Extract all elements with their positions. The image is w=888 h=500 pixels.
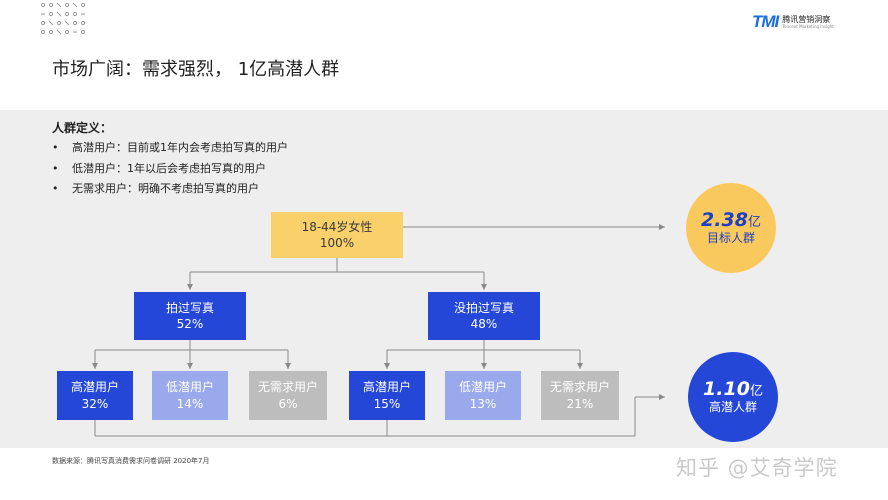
high-potential-label: 高潜人群 [708,399,757,414]
brand-text: 腾讯营销洞察 Tencent Marketing Insight [782,14,834,29]
brand-name-en: Tencent Marketing Insight [782,23,834,29]
branch-node-not-photographed: 没拍过写真 48% [428,292,540,340]
node-value: 52% [176,317,204,331]
high-potential-figure: 1.10亿 [703,377,763,400]
target-population-circle: 2.38亿 目标人群 [686,183,776,273]
definition-item: • 无需求用户：明确不考虑拍写真的用户 [52,180,259,196]
watermark: 知乎 @艾奇学院 [676,456,838,480]
node-value: 32% [81,396,109,411]
node-value: 15% [373,396,401,411]
node-label: 无需求用户 [549,380,610,395]
leaf-node-high-potential: 高潜用户 32% [57,371,133,420]
node-label: 低潜用户 [458,380,507,395]
target-population-figure: 2.38亿 [701,208,761,231]
node-label: 没拍过写真 [453,300,514,315]
brand-logo: TMI 腾讯营销洞察 Tencent Marketing Insight [752,12,834,32]
definition-text: 低潜用户：1年以后会考虑拍写真的用户 [72,162,266,175]
node-label: 高潜用户 [362,380,411,395]
leaf-node-low-potential: 低潜用户 14% [152,371,228,420]
brand-mark: TMI [752,12,779,31]
definition-text: 无需求用户：明确不考虑拍写真的用户 [72,182,259,195]
node-value: 14% [176,396,204,411]
node-value: 48% [470,317,498,331]
source-note: 数据来源：腾讯写真消费需求问卷调研 2020年7月 [52,457,210,465]
node-label: 无需求用户 [257,380,318,395]
high-potential-circle: 1.10亿 高潜人群 [688,352,778,442]
node-label: 低潜用户 [165,380,214,395]
leaf-node-no-demand: 无需求用户 21% [541,371,619,420]
definition-text: 高潜用户：目前或1年内会考虑拍写真的用户 [72,141,288,154]
node-value: 6% [278,396,298,411]
leaf-node-no-demand: 无需求用户 6% [249,371,327,420]
brand-name-cn: 腾讯营销洞察 [782,14,831,24]
bullet: • [52,141,59,154]
node-label: 18-44岁女性 [301,219,373,234]
node-label: 高潜用户 [70,380,119,395]
node-value: 100% [319,236,355,250]
node-label: 拍过写真 [165,300,214,315]
node-value: 13% [469,396,497,411]
bullet: • [52,162,59,175]
bullet: • [52,182,59,195]
target-population-label: 目标人群 [706,230,755,245]
definition-item: • 低潜用户：1年以后会考虑拍写真的用户 [52,160,266,176]
leaf-node-high-potential: 高潜用户 15% [349,371,425,420]
leaf-node-low-potential: 低潜用户 13% [445,371,521,420]
branch-node-photographed: 拍过写真 52% [134,292,246,340]
definitions-title: 人群定义： [52,121,113,135]
page-title: 市场广阔：需求强烈， 1亿高潜人群 [52,59,340,80]
root-node: 18-44岁女性 100% [271,212,403,258]
definition-item: • 高潜用户：目前或1年内会考虑拍写真的用户 [52,139,288,155]
decorative-dot-grid-icon [40,2,86,35]
node-value: 21% [566,396,594,411]
